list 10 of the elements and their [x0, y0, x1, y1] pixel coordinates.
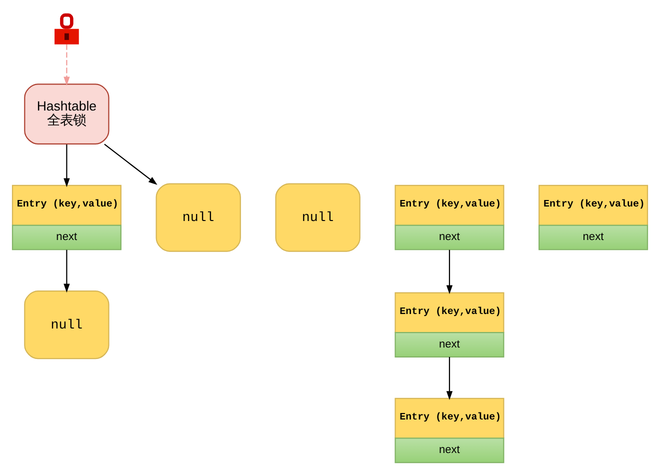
arrow: [446, 250, 453, 294]
arrow: [64, 250, 70, 293]
node-box: Hashtable 全表锁: [24, 84, 110, 145]
node-box: null: [275, 183, 360, 252]
node-box: null: [24, 290, 110, 360]
arrow: [64, 144, 70, 188]
arrow: [64, 44, 70, 86]
node-box: null: [156, 183, 241, 252]
arrow: [446, 356, 453, 400]
arrow: [104, 144, 158, 185]
